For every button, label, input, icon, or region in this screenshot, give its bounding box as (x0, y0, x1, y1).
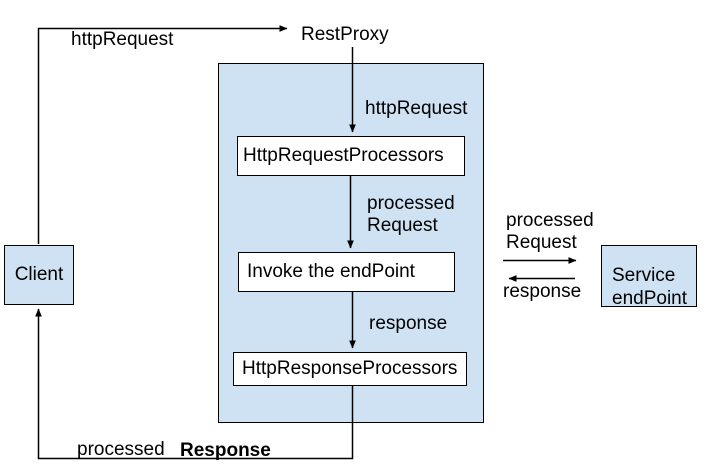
edge-label-processed-request-right-line1: processed (506, 210, 594, 231)
http-response-processors-label: HttpResponseProcessors (242, 358, 458, 379)
edge-label-processed-request-inner: processed Request (367, 193, 455, 237)
edge-label-response-bottom: Response (180, 440, 271, 461)
service-endpoint-label-line2: endPoint (612, 288, 688, 307)
http-request-processors-label: HttpRequestProcessors (243, 145, 444, 166)
client-node-label: Client (14, 264, 64, 285)
edge-label-httprequest-inner: httpRequest (365, 98, 468, 119)
arrow-response-processors-to-client (35, 308, 354, 460)
edge-label-processed-bottom: processed (77, 439, 165, 460)
service-endpoint-node: Service endPoint (601, 245, 697, 307)
invoke-endpoint-label: Invoke the endPoint (247, 261, 415, 282)
client-node: Client (4, 245, 74, 305)
edge-label-processed-request-right-line2: Request (506, 232, 577, 253)
edge-label-processed-request-inner-line1: processed (367, 193, 455, 214)
invoke-endpoint-node: Invoke the endPoint (238, 252, 455, 292)
edge-label-processed-request-inner-line2: Request (367, 215, 438, 236)
edge-label-response-right: response (503, 281, 582, 302)
edge-label-httprequest-top: httpRequest (71, 29, 174, 50)
http-response-processors-node: HttpResponseProcessors (233, 352, 467, 386)
service-endpoint-label-line1: Service (612, 265, 676, 286)
http-request-processors-node: HttpRequestProcessors (237, 136, 465, 176)
edge-label-processed-request-right: processed Request (506, 210, 594, 254)
arrow-client-to-restproxy (37, 25, 288, 244)
edge-label-response-inner: response (369, 313, 448, 334)
restproxy-label: RestProxy (301, 24, 389, 45)
